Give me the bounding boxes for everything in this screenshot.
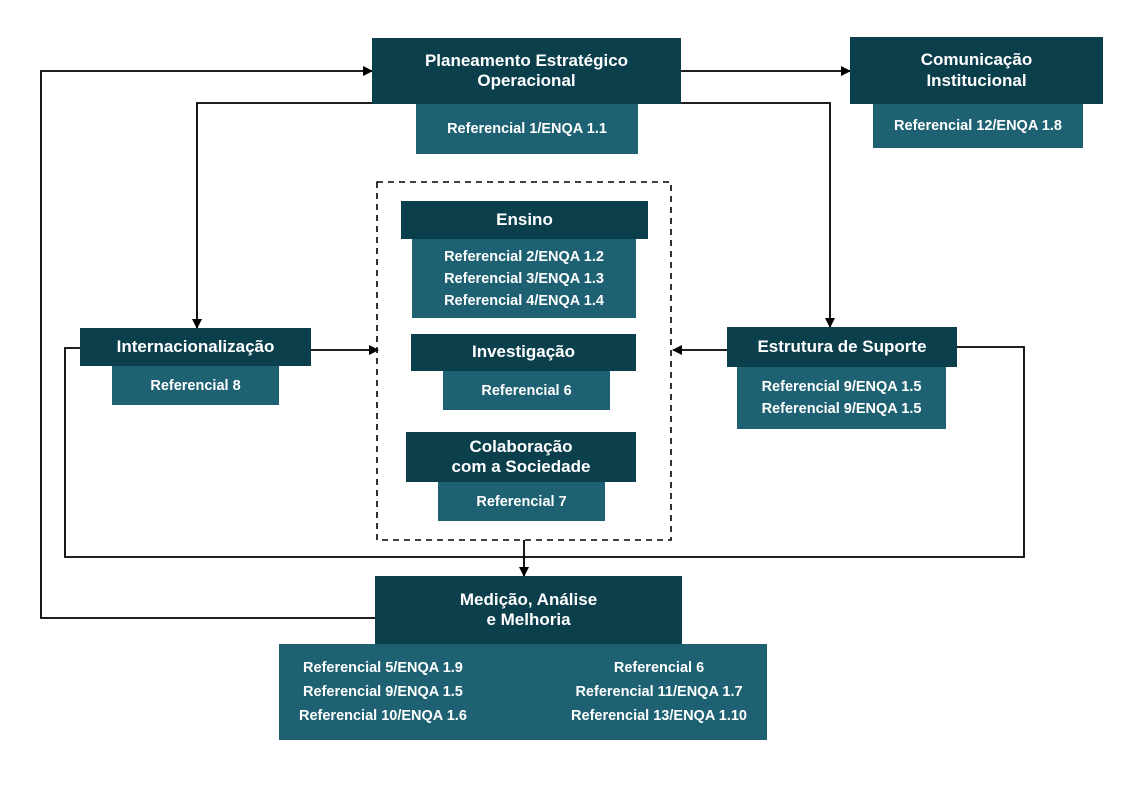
internacionalizacao-refs: Referencial 8 xyxy=(112,366,279,405)
ensino-box: Ensino xyxy=(401,201,648,239)
medicao-ref: Referencial 10/ENQA 1.6 xyxy=(299,708,467,724)
comunicacao-refs: Referencial 12/ENQA 1.8 xyxy=(873,104,1083,148)
medicao-title-line1: Medição, Análise xyxy=(459,589,598,609)
arrow-planeamento-internacionalizacao xyxy=(192,102,372,329)
medicao-refs: Referencial 5/ENQA 1.9 Referencial 9/ENQ… xyxy=(279,644,767,740)
colaboracao-refs: Referencial 7 xyxy=(438,482,605,521)
planeamento-refs: Referencial 1/ENQA 1.1 xyxy=(416,104,638,154)
colaboracao-title-line1: Colaboração xyxy=(469,436,573,456)
estrutura-ref: Referencial 9/ENQA 1.5 xyxy=(761,401,922,417)
internacionalizacao-ref: Referencial 8 xyxy=(150,377,241,394)
comunicacao-box: Comunicação Institucional xyxy=(850,37,1103,104)
investigacao-box: Investigação xyxy=(411,334,636,371)
core-processes-boundary xyxy=(376,181,672,541)
ensino-ref: Referencial 2/ENQA 1.2 xyxy=(444,248,604,265)
estrutura-ref: Referencial 9/ENQA 1.5 xyxy=(761,379,922,395)
comunicacao-title-line2: Institucional xyxy=(926,70,1027,90)
planeamento-box: Planeamento Estratégico Operacional xyxy=(372,38,681,104)
medicao-box: Medição, Análise e Melhoria xyxy=(375,576,682,644)
investigacao-refs: Referencial 6 xyxy=(443,371,610,410)
estrutura-refs: Referencial 9/ENQA 1.5 Referencial 9/ENQ… xyxy=(737,367,946,429)
planeamento-ref: Referencial 1/ENQA 1.1 xyxy=(447,121,607,137)
comunicacao-title-line1: Comunicação xyxy=(920,50,1033,70)
planeamento-title-line2: Operacional xyxy=(477,71,576,90)
medicao-ref: Referencial 13/ENQA 1.10 xyxy=(571,708,747,724)
medicao-ref: Referencial 5/ENQA 1.9 xyxy=(303,660,463,676)
ensino-refs: Referencial 2/ENQA 1.2 Referencial 3/ENQ… xyxy=(412,239,636,318)
estrutura-box: Estrutura de Suporte xyxy=(727,327,957,367)
internacionalizacao-box: Internacionalização xyxy=(80,328,311,366)
internacionalizacao-title: Internacionalização xyxy=(116,336,275,356)
line-internacionalizacao-bus xyxy=(64,346,1025,558)
colaboracao-box: Colaboração com a Sociedade xyxy=(406,432,636,482)
colaboracao-title-line2: com a Sociedade xyxy=(451,457,591,476)
arrow-planeamento-estrutura xyxy=(681,102,835,328)
investigacao-ref: Referencial 6 xyxy=(481,382,572,399)
arrow-medicao-planeamento xyxy=(40,66,375,619)
ensino-ref: Referencial 3/ENQA 1.3 xyxy=(444,270,604,287)
comunicacao-ref: Referencial 12/ENQA 1.8 xyxy=(894,118,1062,134)
medicao-title-line2: e Melhoria xyxy=(486,610,571,629)
medicao-ref: Referencial 6 xyxy=(613,660,705,676)
medicao-refs-left: Referencial 5/ENQA 1.9 Referencial 9/ENQ… xyxy=(299,656,467,728)
colaboracao-ref: Referencial 7 xyxy=(476,493,567,510)
medicao-ref: Referencial 9/ENQA 1.5 xyxy=(303,684,463,700)
medicao-ref: Referencial 11/ENQA 1.7 xyxy=(575,684,743,700)
estrutura-title: Estrutura de Suporte xyxy=(757,336,927,356)
planeamento-title-line1: Planeamento Estratégico xyxy=(424,50,629,70)
investigacao-title: Investigação xyxy=(472,342,575,362)
ensino-title: Ensino xyxy=(496,209,553,229)
medicao-refs-right: Referencial 6 Referencial 11/ENQA 1.7 Re… xyxy=(571,656,747,728)
ensino-ref: Referencial 4/ENQA 1.4 xyxy=(444,292,604,309)
